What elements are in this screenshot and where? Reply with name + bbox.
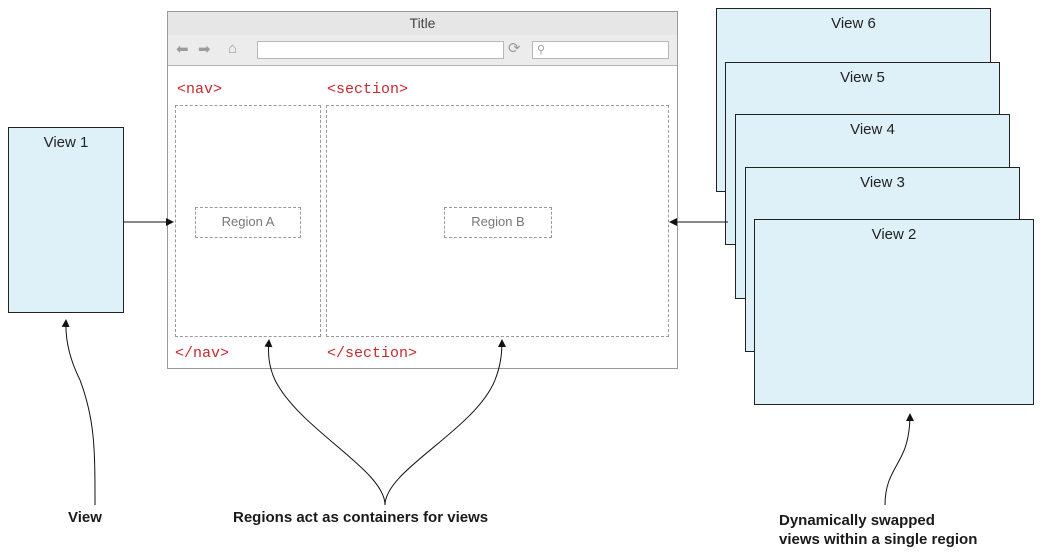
search-icon: ⚲ (537, 44, 546, 56)
section-region (326, 105, 669, 337)
regions-caption-curve-left (264, 339, 386, 506)
swapped-caption-line2: views within a single region (779, 531, 978, 548)
nav-open-tag: <nav> (177, 81, 223, 98)
refresh-icon[interactable]: ⟳ (508, 40, 521, 57)
nav-close-tag: </nav> (175, 345, 230, 362)
browser-toolbar: ⬅ ➡ ⌂ ⟳ ⚲ (168, 35, 677, 66)
view-3-label: View 3 (860, 174, 905, 191)
view-1-label: View 1 (43, 134, 89, 151)
region-b-label: Region B (444, 207, 552, 238)
home-icon[interactable]: ⌂ (228, 40, 238, 57)
swapped-caption-curve (884, 413, 914, 506)
section-open-tag: <section> (327, 81, 409, 98)
region-a-label: Region A (195, 207, 301, 238)
address-bar[interactable] (257, 41, 504, 59)
view-5-label: View 5 (840, 69, 885, 86)
search-field[interactable]: ⚲ (532, 41, 669, 59)
swapped-caption-line1: Dynamically swapped (779, 512, 935, 529)
view-caption: View (68, 509, 102, 526)
nav-region (175, 105, 321, 337)
view-1-box: View 1 (8, 127, 124, 313)
view-caption-curve (61, 319, 96, 506)
regions-caption: Regions act as containers for views (233, 509, 489, 526)
back-arrow-icon[interactable]: ⬅ (176, 41, 189, 58)
regions-caption-curve-right (384, 339, 506, 506)
section-close-tag: </section> (327, 345, 418, 362)
view-2-box: View 2 (754, 219, 1034, 405)
view-2-label: View 2 (871, 226, 917, 243)
forward-arrow-icon[interactable]: ➡ (198, 41, 211, 58)
view-4-label: View 4 (850, 121, 895, 138)
view-6-label: View 6 (831, 15, 876, 32)
browser-window: Title ⬅ ➡ ⌂ ⟳ ⚲ <nav> <section> Region A… (167, 11, 678, 369)
